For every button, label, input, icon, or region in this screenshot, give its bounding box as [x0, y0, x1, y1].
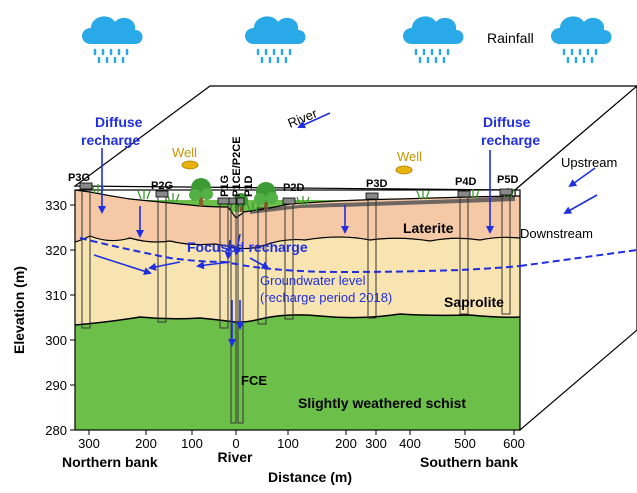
y-tick-label: 280: [45, 423, 67, 438]
rain-cloud-icon: [82, 16, 143, 64]
piezometer-label-p2g: P2G: [151, 180, 173, 192]
x-tick-label: 200: [135, 436, 157, 451]
upstream-arrow: [568, 167, 596, 188]
x-tick-label: 0: [232, 436, 239, 451]
diffuse-left-label-1: Diffuse: [95, 114, 143, 130]
piezometer-label-p1g: P1G: [219, 175, 231, 197]
groundwater-level-line: [79, 237, 521, 274]
saprolite-base-line: [74, 313, 521, 326]
diffuse-right-label-2: recharge: [481, 132, 540, 148]
y-tick-label: 310: [45, 288, 67, 303]
piezometer-label-p4d: P4D: [455, 176, 476, 188]
y-tick-label: 320: [45, 243, 67, 258]
ground-surface-line: [74, 189, 520, 219]
piezometer-label-p2d: P2D: [283, 182, 304, 194]
block-top-face: [73, 85, 637, 191]
riverbed-gravel: [250, 196, 515, 214]
x-tick-label: 300: [365, 436, 387, 451]
piezometer-label-p1d: P1D: [243, 176, 255, 197]
focused-recharge-label: Focused recharge: [187, 239, 308, 255]
saprolite-label: Saprolite: [444, 294, 504, 310]
x-tick-label: 600: [503, 436, 525, 451]
x-tick-label: 100: [181, 436, 203, 451]
schist-label: Slightly weathered schist: [298, 395, 466, 411]
laterite-label: Laterite: [403, 220, 454, 236]
piezometer-label-p1ce-p2ce: P1CE/P2CE: [231, 136, 243, 197]
well-right-label: Well: [397, 149, 422, 164]
x-tick-label: 400: [399, 436, 421, 451]
tree-icon: [189, 178, 213, 206]
downstream-label: Downstream: [520, 226, 593, 241]
piezometer-label-p3d: P3D: [366, 178, 387, 190]
rain-cloud-icon: [403, 16, 464, 64]
well-left-label: Well: [172, 145, 197, 160]
well-icon: [181, 160, 199, 170]
diffuse-right-label-1: Diffuse: [483, 114, 531, 130]
x-tick-label: 200: [335, 436, 357, 451]
flow-arrows: [93, 112, 598, 347]
piezometer-label-p3g: P3G: [68, 172, 90, 184]
fce-label: FCE: [241, 373, 267, 388]
well-icon: [395, 165, 413, 175]
x-axis-label: Distance (m): [268, 469, 352, 485]
upstream-label: Upstream: [561, 155, 617, 170]
y-tick-label: 300: [45, 333, 67, 348]
gw-level-label-1: Groundwater level: [260, 273, 366, 288]
groundwater-level-side: [519, 249, 637, 267]
laterite-base-line: [74, 235, 521, 250]
x-right-bank-label: Southern bank: [420, 454, 518, 470]
rain-cloud-icon: [245, 16, 306, 64]
x-river-label: River: [217, 449, 253, 465]
diffuse-left-label-2: recharge: [81, 132, 140, 148]
y-axis-label: Elevation (m): [11, 266, 27, 354]
x-axis: 300 200 100 0 100 200 300 400 500 600 No…: [62, 429, 525, 485]
x-tick-label: 300: [78, 436, 100, 451]
x-tick-label: 100: [277, 436, 299, 451]
y-axis: 330 320 310 300 290 280 Elevation (m): [11, 190, 76, 438]
rainfall-label: Rainfall: [487, 30, 534, 46]
x-tick-label: 500: [454, 436, 476, 451]
y-tick-label: 290: [45, 378, 67, 393]
piezometer-caps: [79, 182, 513, 205]
gw-level-label-2: (recharge period 2018): [260, 290, 392, 305]
piezometer-label-p5d: P5D: [497, 174, 518, 186]
tree-icon: [254, 182, 278, 210]
y-tick-label: 330: [45, 198, 67, 213]
x-left-bank-label: Northern bank: [62, 454, 158, 470]
rain-cloud-icon: [551, 16, 612, 64]
